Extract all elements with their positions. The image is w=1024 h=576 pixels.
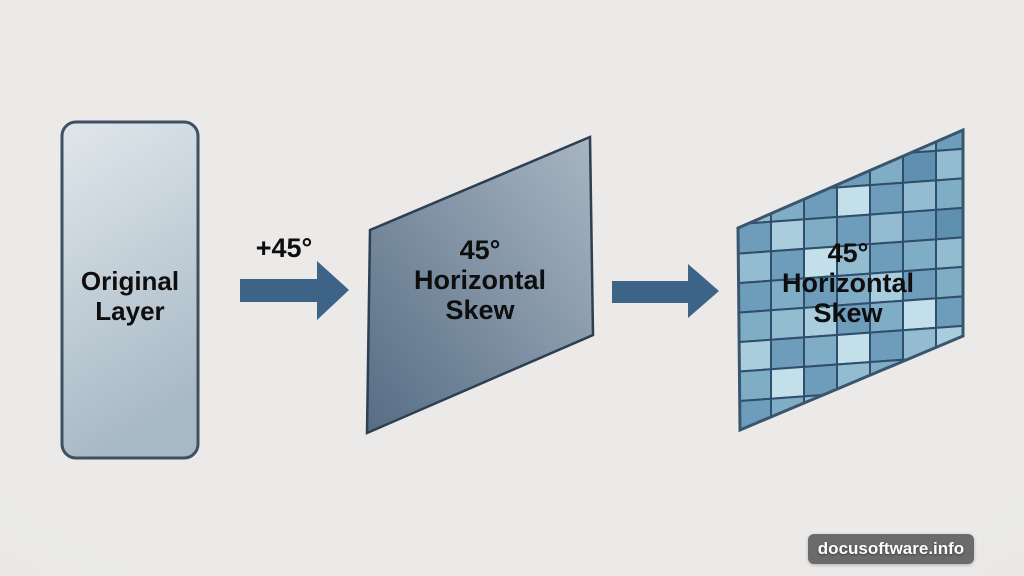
grid-cell: [738, 368, 772, 403]
grid-cell: [803, 392, 838, 427]
grid-cell: [738, 370, 739, 405]
grid-cell: [738, 252, 739, 287]
skewed-layer-line1: 45°: [459, 235, 501, 265]
grid-cell: [738, 193, 739, 228]
original-layer-line1: Original: [80, 266, 180, 296]
grid-cell: [870, 448, 903, 480]
right-arrow-icon: [240, 261, 349, 320]
skewed-layer-line3: Skew: [445, 295, 515, 325]
textured-layer-outline: [736, 127, 965, 433]
grid-cell: [705, 460, 738, 492]
textured-layer-line2: Horizontal: [782, 268, 914, 298]
grid-cell: [738, 400, 739, 430]
grid-cell: [738, 338, 772, 373]
grid-cell: [771, 455, 804, 487]
grid-cell: [869, 388, 904, 423]
grid-cell: [738, 134, 739, 169]
grid-cell: [869, 181, 904, 216]
grid-cell: [969, 205, 1002, 237]
transform-angle-label: +45°: [255, 233, 313, 263]
grid-cell: [770, 424, 805, 430]
grid-cell: [935, 235, 963, 270]
grid-cell: [803, 333, 838, 368]
grid-cell: [969, 117, 1002, 149]
grid-cell: [770, 336, 805, 371]
grid-cell: [738, 427, 772, 430]
grid-cell: [738, 223, 739, 258]
grid-cell: [902, 415, 937, 430]
grid-cell: [803, 130, 838, 162]
grid-cell: [902, 149, 937, 184]
grid-cell: [738, 309, 772, 344]
original-layer-shape: [60, 120, 200, 460]
grid-cell: [869, 417, 904, 430]
grid-cell: [738, 458, 771, 490]
grid-cell: [969, 264, 1002, 296]
grid-cell: [936, 443, 969, 475]
grid-cell: [738, 164, 739, 199]
grid-cell: [804, 453, 837, 485]
original-layer-label: Original Layer: [81, 266, 179, 326]
grid-cell: [770, 130, 805, 164]
textured-layer-line3: Skew: [813, 298, 883, 328]
grid-cell: [935, 147, 963, 182]
grid-cell: [738, 341, 739, 376]
grid-cell: [902, 179, 937, 214]
grid-cell: [935, 265, 963, 300]
grid-cell: [803, 422, 838, 430]
watermark-badge: docusoftware.info: [808, 534, 974, 564]
grid-cell: [770, 395, 805, 430]
grid-cell: [902, 385, 937, 420]
grid-cell: [969, 146, 1002, 178]
grid-cell: [935, 383, 963, 418]
textured-layer-line1: 45°: [827, 238, 869, 268]
grid-cell: [935, 176, 963, 211]
original-layer-line2: Layer: [95, 296, 165, 326]
grid-cell: [969, 353, 1002, 385]
grid-cell: [969, 176, 1002, 208]
skewed-layer-shape: [365, 135, 595, 435]
grid-cell: [969, 323, 1002, 355]
grid-cell: [935, 412, 963, 430]
grid-cell: [803, 156, 838, 191]
grid-cell: [770, 159, 805, 194]
grid-cell: [969, 235, 1002, 267]
right-arrow-icon-2: [612, 264, 719, 318]
watermark-text: docusoftware.info: [817, 539, 965, 558]
grid-cell: [836, 130, 871, 160]
grid-cell: [869, 329, 904, 364]
grid-cell: [903, 446, 936, 478]
grid-cell: [969, 382, 1002, 414]
textured-layer-label: 45° Horizontal Skew: [782, 238, 914, 328]
grid-cell: [738, 161, 772, 196]
grid-cell: [935, 294, 963, 329]
grid-cell: [836, 331, 871, 366]
grid-cell: [969, 294, 1002, 326]
grid-cell: [869, 130, 904, 157]
grid-cell: [837, 451, 870, 483]
grid-cell: [902, 356, 937, 391]
grid-cell: [738, 132, 772, 167]
grid-cell: [969, 441, 1002, 473]
grid-cell: [935, 353, 963, 388]
grid-cell: [770, 365, 805, 400]
grid-cell: [935, 206, 963, 241]
grid-cell: [902, 208, 937, 243]
grid-cell: [969, 412, 1002, 444]
skewed-layer-label: 45° Horizontal Skew: [414, 235, 546, 325]
skewed-layer-line2: Horizontal: [414, 265, 546, 295]
grid-cell: [738, 311, 739, 346]
grid-cell: [738, 279, 772, 314]
grid-cell: [738, 250, 772, 285]
grid-cell: [738, 397, 772, 430]
grid-cell: [836, 420, 871, 430]
grid-cell: [836, 184, 871, 219]
grid-cell: [836, 390, 871, 425]
grid-cell: [738, 429, 739, 430]
